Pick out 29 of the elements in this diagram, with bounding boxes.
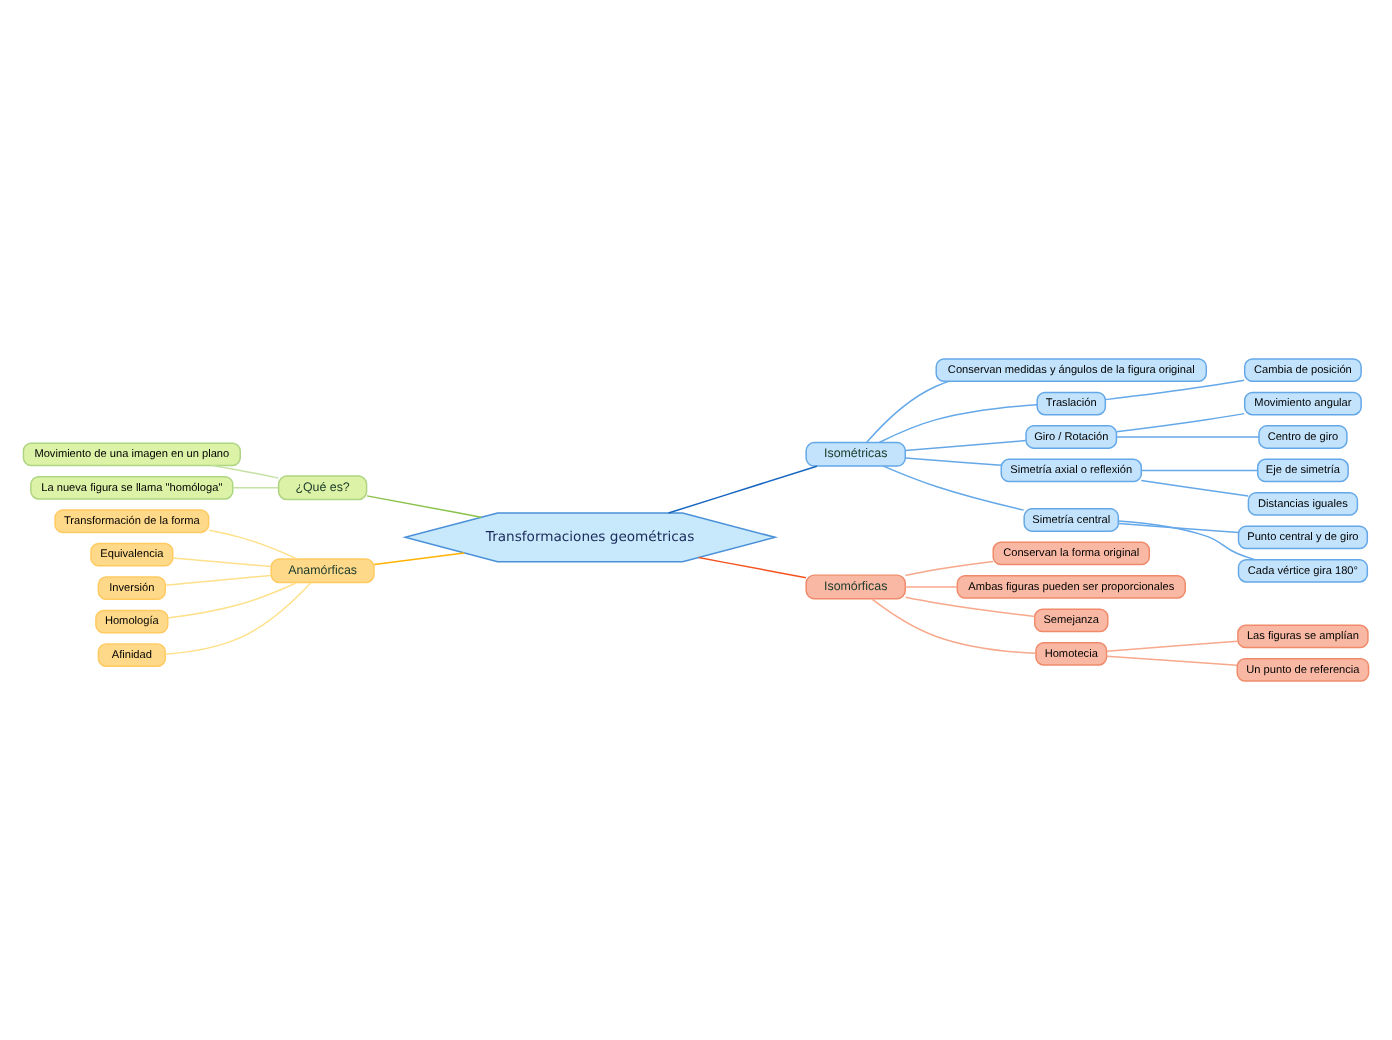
connector	[232, 487, 279, 489]
connector	[698, 556, 807, 579]
connector	[210, 464, 280, 479]
connector	[882, 465, 1025, 511]
connector	[904, 560, 994, 577]
connector	[167, 581, 298, 619]
connector	[1117, 520, 1256, 561]
connector	[904, 457, 1002, 466]
connector	[878, 404, 1038, 444]
connector	[1106, 640, 1239, 652]
connector	[1106, 655, 1238, 667]
connector	[1140, 469, 1259, 472]
connector	[1104, 379, 1245, 401]
connector	[208, 529, 298, 560]
connector	[1115, 436, 1260, 438]
connector	[870, 598, 1037, 655]
connector	[866, 380, 950, 444]
connector	[667, 465, 818, 514]
connector	[1118, 522, 1240, 534]
connector	[1115, 412, 1245, 433]
connector	[366, 495, 482, 518]
connector	[1140, 479, 1249, 497]
connector	[164, 574, 272, 586]
connector	[172, 557, 272, 568]
connector	[373, 552, 466, 566]
connector	[904, 596, 1036, 618]
connector	[164, 582, 312, 655]
connector	[904, 439, 1027, 452]
connector	[904, 586, 958, 588]
